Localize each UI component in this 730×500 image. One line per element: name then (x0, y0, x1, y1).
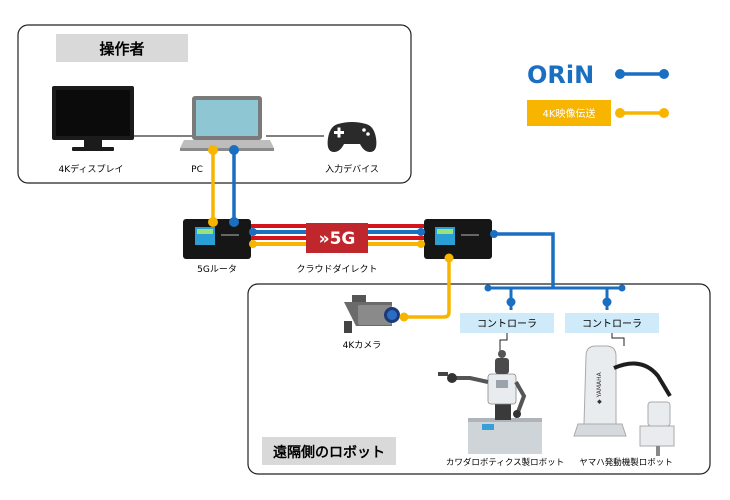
cloud-direct-label: クラウドダイレクト (296, 263, 377, 275)
legend-orin-dot-left (615, 69, 625, 79)
camera-label: 4Kカメラ (343, 340, 382, 351)
controller-1: コントローラ (460, 313, 554, 333)
router-left (183, 219, 251, 259)
legend-video-dot-right (659, 108, 669, 118)
legend-video-dot-left (615, 108, 625, 118)
pc-label: PC (191, 165, 203, 175)
bus-end-right (618, 284, 626, 292)
router-right-orin-port (490, 230, 498, 238)
video-lines (211, 150, 451, 319)
legend-orin-text: ORiN (527, 61, 594, 89)
gamepad-icon (327, 122, 377, 152)
link-left-yellow-dot (249, 240, 257, 248)
router-right-video-port (444, 253, 454, 263)
router-left-orin-port (229, 217, 239, 227)
controller-2-label: コントローラ (582, 318, 642, 330)
pc-video-port (208, 145, 218, 155)
scara-brand-mark: ◆ YAMAHA (596, 371, 603, 404)
monitor-icon (52, 86, 134, 151)
scara-robot-icon: ◆ YAMAHA (573, 345, 675, 456)
remote-title: 遠隔側のロボット (273, 444, 385, 461)
legend-video-text: 4K映像伝送 (543, 107, 596, 120)
legend-orin-dot-right (659, 69, 669, 79)
pc-orin-port (229, 145, 239, 155)
input-label: 入力デバイス (325, 163, 379, 175)
bus-node-2 (602, 297, 612, 307)
display-label: 4Kディスプレイ (59, 163, 124, 175)
controller-1-label: コントローラ (477, 318, 537, 330)
controller-1-cable (499, 333, 508, 352)
5g-badge: »5G (306, 223, 368, 253)
camera-icon (344, 295, 409, 333)
remote-title-bg (262, 437, 396, 465)
router-left-video-port (208, 217, 218, 227)
controller-2: コントローラ (565, 313, 659, 333)
laptop-icon (180, 96, 274, 151)
link-left-blue-dot (249, 228, 257, 236)
bus-end-left (484, 284, 492, 292)
legend: ORiN 4K映像伝送 (527, 61, 669, 126)
robot2-label: ヤマハ発動機製ロボット (579, 457, 673, 468)
humanoid-robot-icon (438, 350, 542, 454)
robot1-label: カワダロボティクス製ロボット (446, 457, 564, 468)
bus-node-1 (506, 297, 516, 307)
5g-badge-text: »5G (319, 229, 356, 249)
operator-title: 操作者 (99, 40, 144, 58)
legend-video-chip (527, 100, 611, 126)
router-right (424, 219, 492, 259)
router-label: 5Gルータ (197, 264, 237, 275)
operator-title-bg (56, 34, 188, 62)
controller-2-cable (611, 333, 625, 346)
link-right-yellow-dot (417, 240, 425, 248)
link-right-blue-dot (417, 228, 425, 236)
